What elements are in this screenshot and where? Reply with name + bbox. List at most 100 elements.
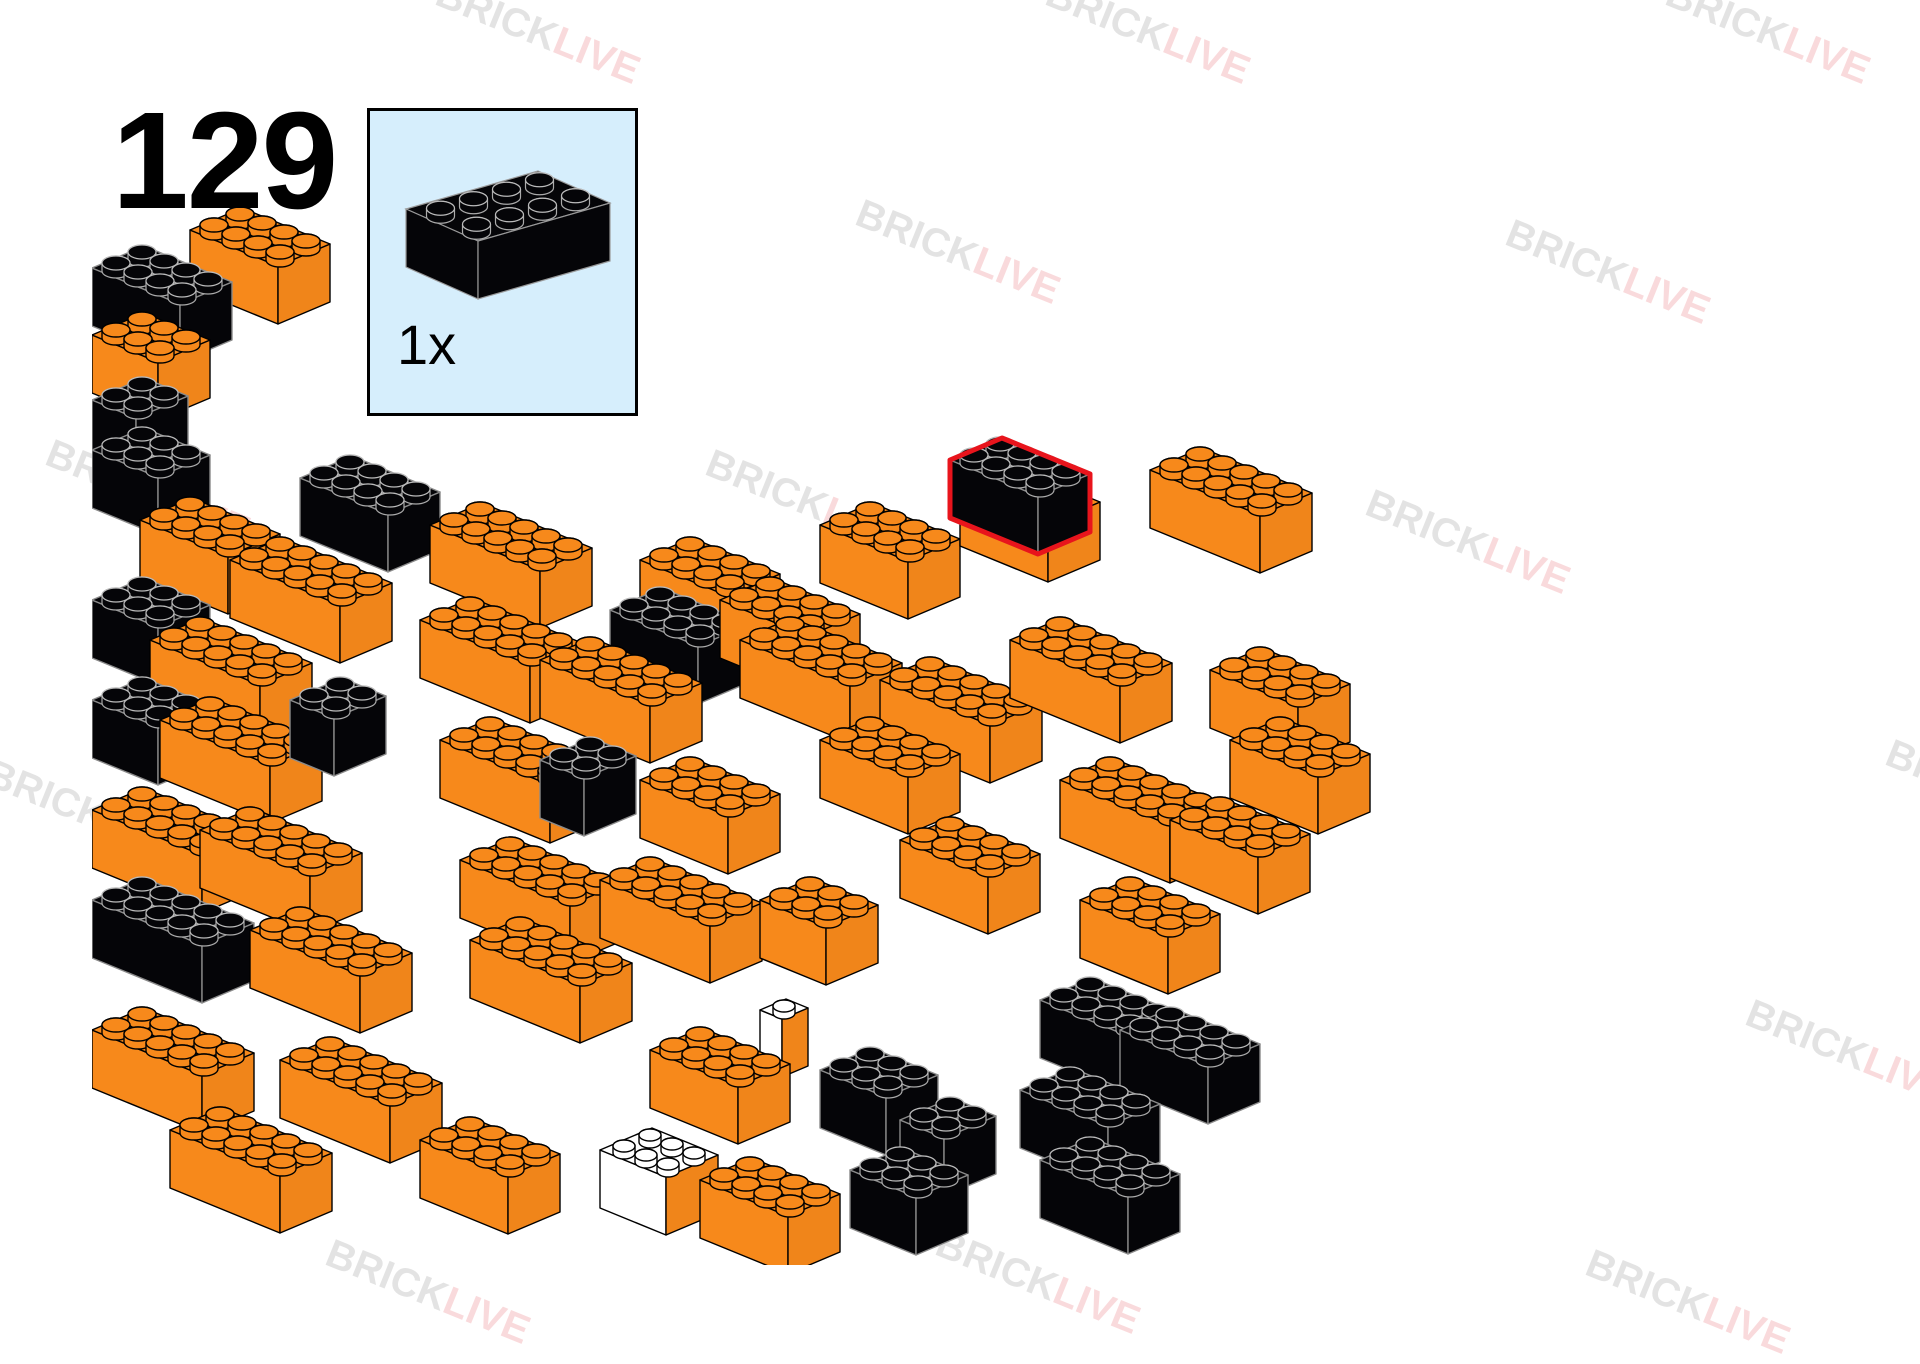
stud xyxy=(1331,743,1361,767)
brick-53 xyxy=(419,1116,561,1235)
stud xyxy=(189,1053,219,1077)
part-stud xyxy=(527,197,558,221)
stud xyxy=(1221,1033,1251,1057)
stud xyxy=(772,999,796,1020)
brick-20 xyxy=(879,656,1043,784)
brick-55 xyxy=(699,1156,841,1265)
stud xyxy=(145,340,175,364)
stud xyxy=(637,683,667,707)
brick-32 xyxy=(1169,796,1311,915)
stud xyxy=(715,794,745,818)
stud xyxy=(723,892,753,916)
part-brick-2x4-black-icon xyxy=(404,170,612,300)
stud xyxy=(377,1083,407,1107)
stud xyxy=(612,1139,636,1160)
stud xyxy=(975,854,1005,878)
stud xyxy=(1107,663,1137,687)
brick-40 xyxy=(249,906,413,1034)
brick-52 xyxy=(169,1106,333,1234)
stud xyxy=(685,624,715,648)
stud xyxy=(697,903,727,927)
stud xyxy=(1271,823,1301,847)
parts-list-box: 1x xyxy=(367,108,638,416)
stud xyxy=(373,942,403,966)
stud xyxy=(1141,1163,1171,1187)
brick-44 xyxy=(1119,1006,1261,1125)
stud xyxy=(682,1146,706,1167)
stud xyxy=(123,396,153,420)
stud xyxy=(931,1116,961,1140)
stud xyxy=(895,754,925,778)
stud xyxy=(837,663,867,687)
stud xyxy=(145,605,175,629)
part-stud xyxy=(524,172,555,196)
stud xyxy=(593,952,623,976)
stud xyxy=(634,1148,658,1169)
step-number: 129 xyxy=(112,84,338,238)
part-stud xyxy=(494,207,525,231)
brick-5 xyxy=(299,454,441,573)
stud xyxy=(297,853,327,877)
stud xyxy=(1181,903,1211,927)
part-stud xyxy=(560,188,591,212)
brick-0 xyxy=(189,206,331,325)
stud xyxy=(553,537,583,561)
stud xyxy=(527,548,557,572)
brick-47 xyxy=(279,1036,443,1164)
stud xyxy=(1195,1044,1225,1068)
stud xyxy=(571,756,601,780)
stud xyxy=(775,1194,805,1218)
highlight-outline xyxy=(947,435,1093,557)
stud xyxy=(215,1042,245,1066)
stud xyxy=(863,652,893,676)
stud xyxy=(215,912,245,936)
stud xyxy=(725,1064,755,1088)
stud xyxy=(521,1143,551,1167)
stud xyxy=(171,329,201,353)
brick-6 xyxy=(429,501,593,629)
stud xyxy=(660,1137,684,1158)
brick-34 xyxy=(199,806,363,934)
stud xyxy=(403,1072,433,1096)
stud xyxy=(401,481,431,505)
stud xyxy=(257,743,287,767)
stud xyxy=(929,1164,959,1188)
stud xyxy=(321,696,351,720)
stud xyxy=(1245,834,1275,858)
stud xyxy=(597,745,627,769)
stud xyxy=(1247,493,1277,517)
stud xyxy=(557,883,587,907)
stud xyxy=(149,385,179,409)
stud xyxy=(293,1142,323,1166)
stud xyxy=(353,572,383,596)
stud xyxy=(977,703,1007,727)
stud xyxy=(1285,684,1315,708)
stud xyxy=(821,603,851,627)
stud xyxy=(1001,843,1031,867)
stud xyxy=(663,672,693,696)
brick-38 xyxy=(1079,876,1221,995)
stud xyxy=(171,594,201,618)
brick-14 xyxy=(229,536,393,664)
stud xyxy=(145,455,175,479)
brick-42 xyxy=(759,876,879,986)
brick-36 xyxy=(599,856,763,984)
stud xyxy=(193,271,223,295)
stud xyxy=(327,583,357,607)
stud xyxy=(171,444,201,468)
stud xyxy=(751,1053,781,1077)
stud xyxy=(167,282,197,306)
stud xyxy=(1133,652,1163,676)
brick-48 xyxy=(649,1026,791,1145)
brick-56 xyxy=(849,1146,969,1256)
stud xyxy=(895,539,925,563)
brick-10 xyxy=(819,501,961,620)
stud xyxy=(1273,482,1303,506)
stud xyxy=(839,894,869,918)
stud xyxy=(1311,673,1341,697)
brick-50 xyxy=(1019,1066,1161,1185)
stud xyxy=(741,783,771,807)
stud xyxy=(1155,914,1185,938)
